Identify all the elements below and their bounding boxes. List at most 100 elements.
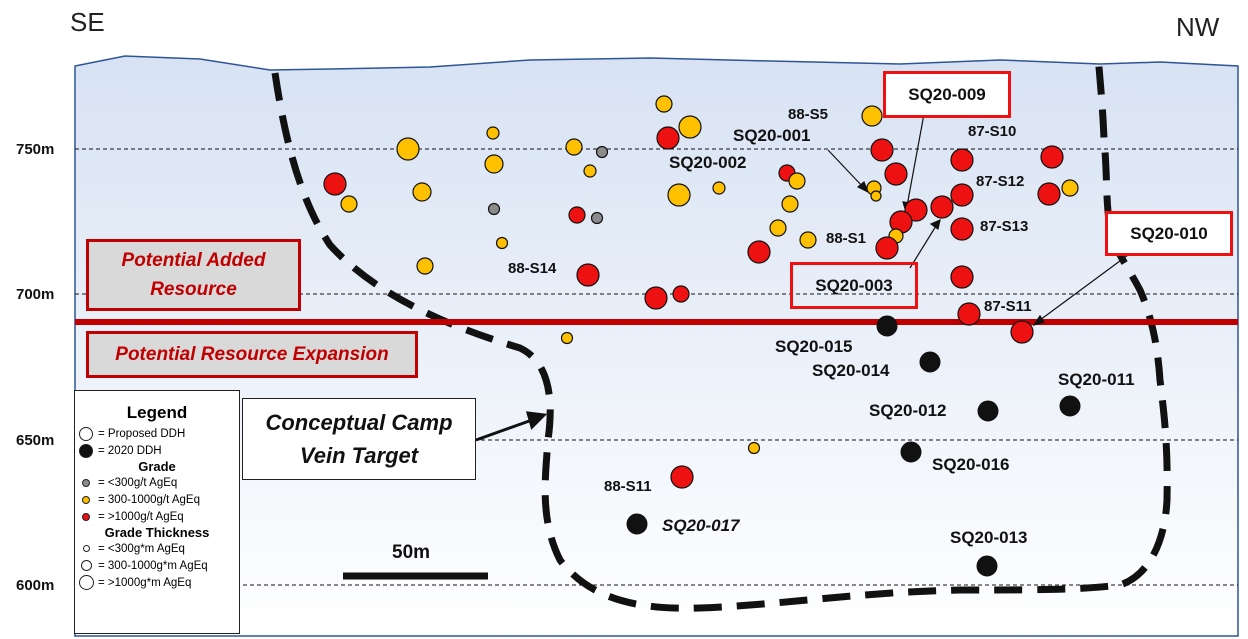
- label-87-s12: 87-S12: [976, 173, 1024, 190]
- direction-se: SE: [70, 7, 105, 37]
- intercept-red: [957, 302, 981, 326]
- intercept-yellow: [416, 257, 434, 275]
- intercept-red: [930, 195, 954, 219]
- yellow-dot-icon: [82, 495, 90, 504]
- intercept-yellow: [799, 231, 817, 249]
- zone-potential-resource-expansion: Potential Resource Expansion: [86, 331, 418, 378]
- intercept-yellow: [565, 138, 583, 156]
- intercept-yellow: [495, 236, 509, 250]
- zone-added-text: Potential Added Resource: [121, 250, 266, 300]
- grey-dot-icon: [82, 478, 90, 487]
- label-87-s13: 87-S13: [980, 218, 1028, 235]
- intercept-yellow: [788, 172, 806, 190]
- label-sq20-015: SQ20-015: [775, 337, 853, 356]
- label-88-s5: 88-S5: [788, 106, 828, 123]
- legend-grade-high-label: = >1000g/t AgEq: [98, 510, 184, 523]
- intercept-grey: [487, 202, 501, 216]
- hole-sq20-015: [876, 315, 898, 337]
- intercept-yellow: [396, 137, 420, 161]
- intercept-yellow: [861, 105, 883, 127]
- direction-nw: NW: [1176, 12, 1220, 42]
- intercept-yellow: [769, 219, 787, 237]
- conceptual-target-outline: [271, 54, 1171, 612]
- zone-potential-added-resource: Potential Added Resource: [86, 239, 301, 311]
- ddh-2020-holes: [626, 315, 1081, 577]
- scale-bar-label: 50m: [392, 542, 430, 563]
- intercept-yellow: [870, 190, 882, 202]
- intercept-red: [568, 206, 586, 224]
- legend-row-proposed: = Proposed DDH: [75, 425, 239, 442]
- medium-circle-icon: [80, 560, 92, 571]
- hole-sq20-017: [626, 513, 648, 535]
- intercept-red: [670, 465, 694, 489]
- legend-gt-low-label: = <300g*m AgEq: [98, 542, 185, 555]
- label-sq20-002: SQ20-002: [669, 153, 747, 172]
- intercept-red: [884, 162, 908, 186]
- elevation-label: 600m: [16, 577, 54, 594]
- filled-circle-icon: [79, 443, 93, 458]
- label-88-s11: 88-S11: [604, 478, 652, 495]
- legend: Legend = Proposed DDH = 2020 DDH Grade =…: [74, 390, 240, 634]
- intercept-yellow: [340, 195, 358, 213]
- intercept-red: [323, 172, 347, 196]
- intercept-red: [644, 286, 668, 310]
- highlight-sq20-003: SQ20-003: [790, 262, 918, 309]
- intercept-red: [875, 236, 899, 260]
- intercept-red: [870, 138, 894, 162]
- intercept-grey: [595, 145, 609, 159]
- legend-grade-title: Grade: [138, 459, 176, 474]
- intercept-red: [950, 183, 974, 207]
- intercept-red: [950, 148, 974, 172]
- highlight-sq20-009: SQ20-009: [883, 71, 1011, 118]
- intercept-red: [950, 265, 974, 289]
- intercept-yellow: [712, 181, 726, 195]
- intercept-red: [1037, 182, 1061, 206]
- intercept-red: [1040, 145, 1064, 169]
- intercept-yellow: [678, 115, 702, 139]
- intercept-red: [672, 285, 690, 303]
- label-sq20-016: SQ20-016: [932, 455, 1010, 474]
- drill-intercepts: [323, 95, 1079, 489]
- legend-grade-mid-label: = 300-1000g/t AgEq: [98, 493, 200, 506]
- legend-row-grade-low: = <300g/t AgEq: [75, 474, 239, 491]
- legend-row-gt-mid: = 300-1000g*m AgEq: [75, 557, 239, 574]
- label-sq20-014: SQ20-014: [812, 361, 890, 380]
- intercept-red: [747, 240, 771, 264]
- label-87-s11: 87-S11: [984, 298, 1032, 315]
- intercept-yellow: [1061, 179, 1079, 197]
- red-dot-icon: [82, 512, 90, 521]
- elevation-label: 750m: [16, 141, 54, 158]
- zone-expansion-text: Potential Resource Expansion: [115, 343, 389, 365]
- hole-sq20-016: [900, 441, 922, 463]
- label-88-s1: 88-S1: [826, 230, 866, 247]
- elevation-label: 650m: [16, 432, 54, 449]
- large-circle-icon: [78, 575, 94, 590]
- legend-grade-low-label: = <300g/t AgEq: [98, 476, 178, 489]
- legend-title: Legend: [126, 403, 188, 422]
- elevation-axis: 750m 700m 650m 600m: [16, 141, 54, 594]
- intercept-yellow: [583, 164, 597, 178]
- label-sq20-001: SQ20-001: [733, 126, 811, 145]
- label-sq20-012: SQ20-012: [869, 401, 947, 420]
- legend-gt-mid-label: = 300-1000g*m AgEq: [98, 559, 208, 572]
- label-88-s14: 88-S14: [508, 260, 557, 277]
- legend-row-gt-high: = >1000g*m AgEq: [75, 574, 239, 591]
- legend-row-grade-high: = >1000g/t AgEq: [75, 508, 239, 525]
- label-87-s10: 87-S10: [968, 123, 1016, 140]
- highlight-sq20-010: SQ20-010: [1105, 211, 1233, 256]
- intercept-yellow: [655, 95, 673, 113]
- hole-labels: 88-S5 SQ20-001 SQ20-002 87-S10 87-S12 87…: [508, 106, 1135, 547]
- label-sq20-017: SQ20-017: [662, 516, 741, 535]
- legend-gt-title: Grade Thickness: [104, 525, 210, 540]
- intercept-yellow: [484, 154, 504, 174]
- small-circle-icon: [82, 545, 90, 552]
- intercept-yellow: [747, 441, 761, 455]
- legend-2020-label: = 2020 DDH: [98, 444, 162, 457]
- highlight-sq20-010-label: SQ20-010: [1130, 223, 1208, 243]
- intercept-yellow: [412, 182, 432, 202]
- intercept-yellow: [486, 126, 500, 140]
- intercept-red: [576, 263, 600, 287]
- target-arrow: [475, 411, 548, 442]
- intercept-yellow: [560, 331, 574, 345]
